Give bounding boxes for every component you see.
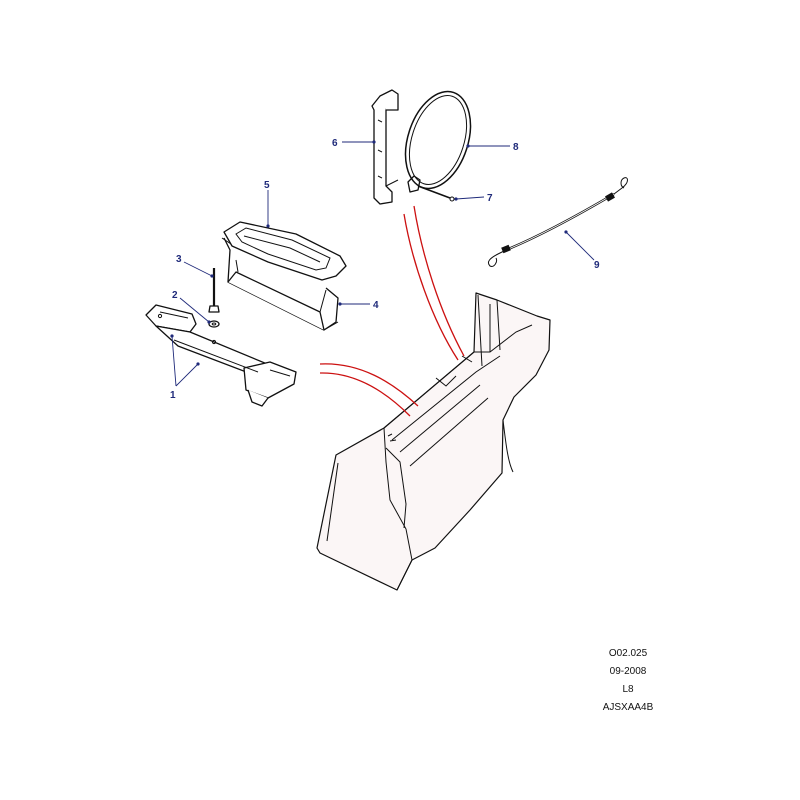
part-4-bracket (221, 237, 339, 331)
part-8-seal-ring (404, 90, 472, 190)
callout-1: 1 (170, 390, 176, 401)
indicator-line-upper-2 (413, 205, 465, 357)
leader-9 (565, 231, 595, 261)
leader-1 (171, 335, 199, 387)
callout-4: 4 (373, 300, 379, 311)
body-side-panel (316, 292, 551, 591)
reference-level: L8 (622, 684, 634, 695)
reference-date: 09-2008 (610, 666, 647, 677)
leader-3 (183, 261, 213, 277)
callout-8: 8 (513, 142, 519, 153)
leader-2 (179, 297, 210, 323)
leader-lines (170, 140, 595, 387)
callout-labels: 1 2 3 4 5 6 7 8 9 (170, 138, 600, 401)
part-9-elastic-strap (487, 177, 628, 267)
indicator-line-lower-2 (319, 372, 411, 417)
leader-7 (455, 196, 485, 200)
indicator-line-upper-1 (403, 213, 459, 361)
reference-id: AJSXAA4B (603, 702, 654, 713)
callout-5: 5 (264, 180, 270, 191)
reference-code: O02.025 (609, 648, 648, 659)
callout-2: 2 (172, 290, 178, 301)
part-3-bolt (208, 268, 220, 313)
part-5-carrier-frame (223, 221, 347, 281)
callout-3: 3 (176, 254, 182, 265)
callout-9: 9 (594, 260, 600, 271)
reference-block: O02.025 09-2008 L8 AJSXAA4B (603, 648, 654, 713)
callout-6: 6 (332, 138, 338, 149)
indicator-line-lower-1 (319, 363, 419, 407)
part-1-strap-assembly (145, 304, 297, 407)
callout-7: 7 (487, 193, 493, 204)
location-indicator-lines (319, 205, 465, 417)
part-2-washer (208, 320, 220, 328)
part-6-hinge-bracket (371, 89, 399, 205)
